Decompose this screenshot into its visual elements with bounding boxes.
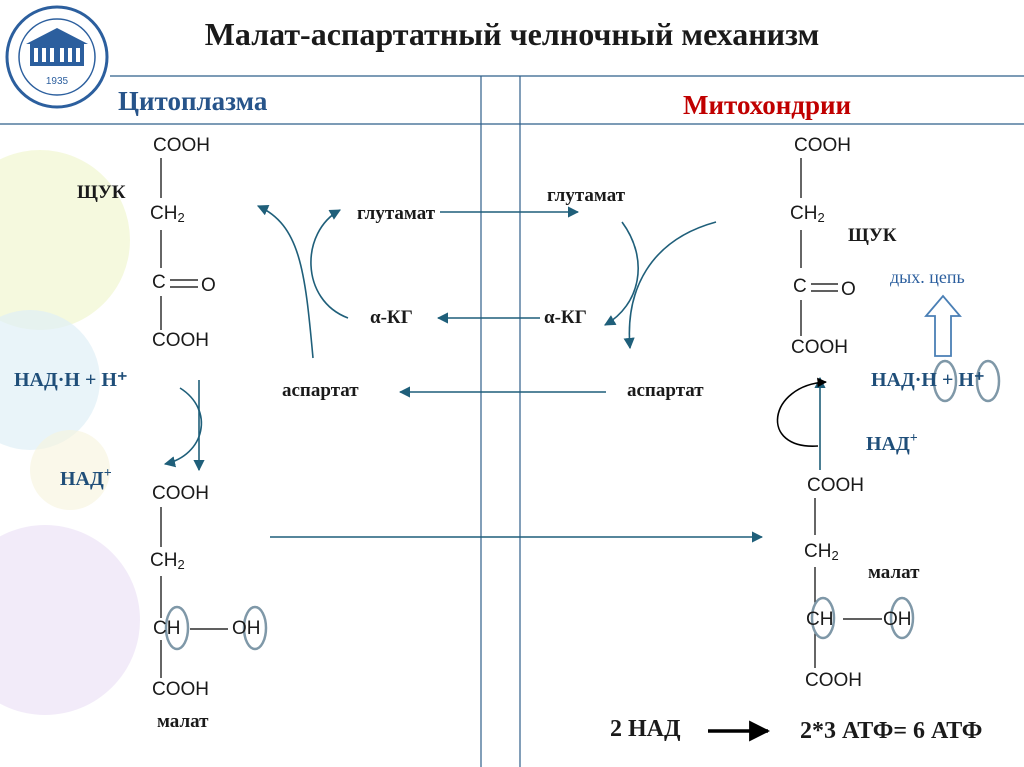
cyto-oaa-ch2: CH2: [150, 203, 185, 225]
mito-akg: α-КГ: [544, 307, 587, 328]
mito-malate-oh: OH: [883, 609, 912, 630]
highlight-circle: [164, 605, 190, 651]
arrow-nadh-to-nad: [163, 387, 203, 468]
cyto-malate-cooh-top: COOH: [152, 483, 209, 504]
mito-oaa-ch2: CH2: [790, 203, 825, 225]
header-cytoplasm: Цитоплазма: [118, 86, 268, 116]
energy-left: 2 НАД: [610, 716, 681, 742]
mito-malate-cooh-top: COOH: [807, 475, 864, 496]
energy-right: 2*3 АТФ= 6 АТФ: [800, 718, 983, 744]
university-seal-icon: 1935: [5, 5, 109, 109]
cyto-aspartate: аспартат: [282, 380, 359, 401]
arrow-akg-to-glutamate: [310, 209, 349, 319]
page-title: Малат-аспартатный челночный механизм: [204, 16, 820, 52]
cyto-malate-cooh-bottom: COOH: [152, 679, 209, 700]
cyto-oaa-label: ЩУК: [77, 182, 126, 203]
mito-oaa-cooh-top: COOH: [794, 135, 851, 156]
arrow-to-respiratory-chain: [924, 294, 962, 357]
mito-malate-ch2: CH2: [804, 541, 839, 563]
arrow-glutamate-to-akg: [604, 221, 639, 326]
cyto-oaa-cooh-bottom: COOH: [152, 330, 209, 351]
cyto-malate-oh: OH: [232, 618, 261, 639]
arrow-oaa-to-aspartate: [623, 221, 717, 350]
mito-oaa-label: ЩУК: [848, 225, 897, 246]
mito-malate-cooh-bottom: COOH: [805, 670, 862, 691]
highlight-circle: [975, 359, 1001, 403]
header-mitochondria: Митохондрии: [683, 90, 852, 120]
mito-malate-ch: CH: [806, 609, 834, 630]
mito-oaa-cooh-bottom: COOH: [791, 337, 848, 358]
cyto-nad-label: НАД+: [60, 466, 112, 490]
mito-glutamate: глутамат: [547, 185, 626, 206]
cyto-glutamate: глутамат: [357, 203, 436, 224]
highlight-circle: [810, 596, 836, 640]
cyto-malate-ch2: CH2: [150, 550, 185, 572]
mito-nadh-label: НАД·Н + Н⁺: [871, 369, 985, 391]
arrow-aspartate-to-oaa: [256, 205, 314, 359]
arrow-nad-to-nadh: [776, 377, 827, 447]
cyto-malate-label: малат: [157, 711, 209, 732]
mito-oaa-c: C: [793, 276, 807, 297]
cyto-oaa-c: C: [152, 272, 166, 293]
cyto-nadh-label: НАД·Н + Н⁺: [14, 369, 128, 391]
resp-chain-label: дых. цепь: [890, 267, 965, 287]
mito-aspartate: аспартат: [627, 380, 704, 401]
highlight-circle: [889, 596, 915, 640]
cyto-oaa-o: O: [201, 275, 216, 296]
mito-nad-label: НАД+: [866, 431, 918, 455]
cyto-akg: α-КГ: [370, 307, 413, 328]
cyto-malate-ch: CH: [153, 618, 181, 639]
highlight-circle: [932, 359, 958, 403]
cyto-oaa-cooh-top: COOH: [153, 135, 210, 156]
highlight-circle: [242, 605, 268, 651]
mito-malate-label: малат: [868, 562, 920, 583]
logo-year: 1935: [46, 76, 69, 87]
mito-oaa-o: O: [841, 279, 856, 300]
